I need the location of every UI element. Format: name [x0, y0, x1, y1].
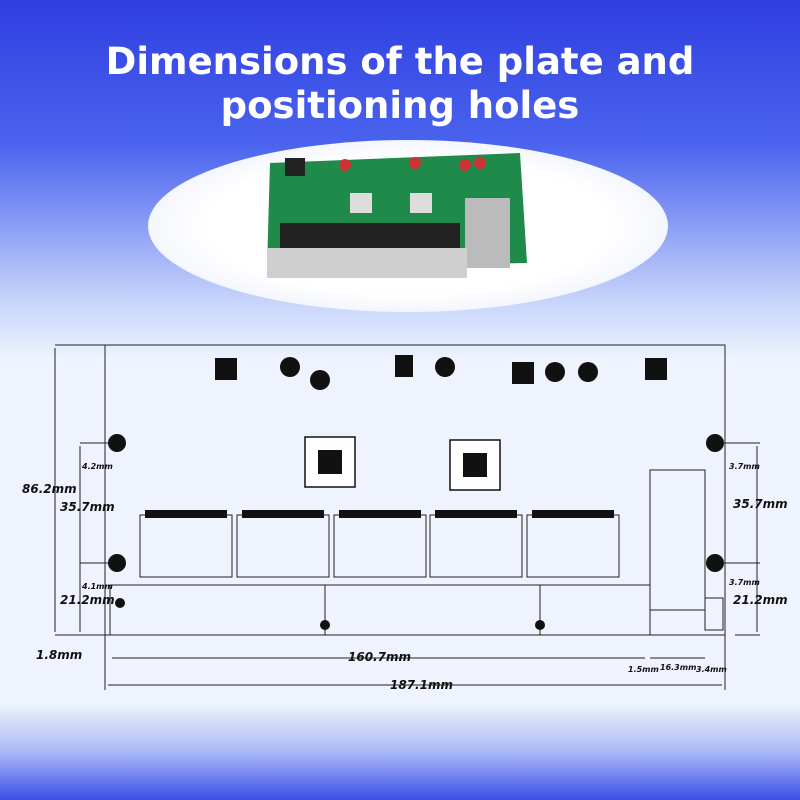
right-hole-offset-label: 3.7mm — [729, 578, 760, 587]
left-edge-label: 1.8mm — [36, 648, 83, 662]
total-width-label: 187.1mm — [390, 678, 453, 692]
gap-label: 1.5mm — [628, 665, 659, 674]
right-edge-label: 3.4mm — [696, 665, 727, 674]
right-hole-spacing-label: 35.7mm — [733, 497, 788, 511]
left-hole-offset-label: 4.1mm — [82, 582, 113, 591]
total-height-label: 86.2mm — [22, 482, 77, 496]
pcb-dimension-drawing — [54, 344, 760, 690]
left-hole-spacing-label: 35.7mm — [60, 500, 115, 514]
right-bottom-label: 21.2mm — [733, 593, 788, 607]
left-bottom-label: 21.2mm — [60, 593, 115, 607]
title-line-2: positioning holes — [220, 84, 580, 127]
ports-width-label: 160.7mm — [348, 650, 411, 664]
left-top-offset-label: 4.2mm — [82, 462, 113, 471]
title-line-1: Dimensions of the plate and — [105, 40, 695, 83]
right-top-offset-label: 3.7mm — [729, 462, 760, 471]
pcb-product-photo — [267, 153, 527, 278]
page-title: Dimensions of the plate and positioning … — [0, 40, 800, 128]
sfp-width-label: 16.3mm — [660, 663, 697, 672]
